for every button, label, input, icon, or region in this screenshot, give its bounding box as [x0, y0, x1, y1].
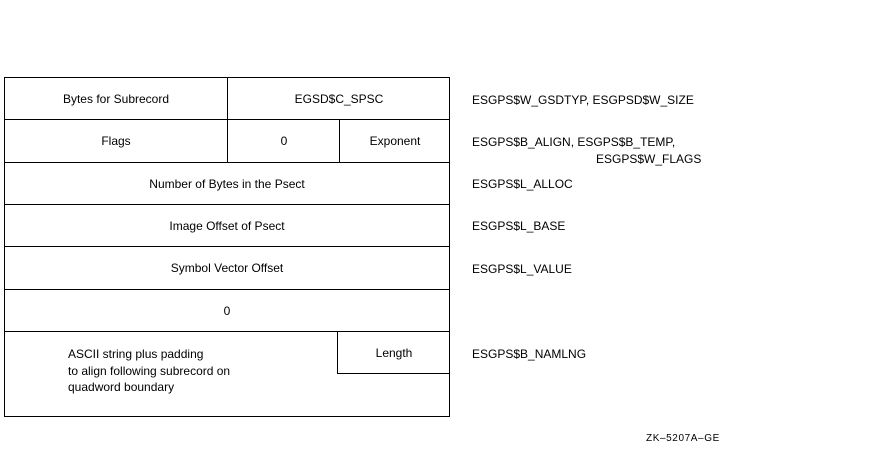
ascii-line: ASCII string plus padding: [68, 347, 204, 361]
cell-zero: 0: [280, 134, 288, 148]
cell-zero-reserved: 0: [223, 303, 231, 318]
cell-symbol-vector-offset: Symbol Vector Offset: [170, 261, 284, 275]
row-divider: [4, 331, 450, 332]
field-name-row2-line1: ESGPS$B_ALIGN, ESGPS$B_TEMP,: [472, 135, 676, 149]
cell-exponent: Exponent: [369, 134, 421, 148]
cell-egsd-c-spsc: EGSD$C_SPSC: [294, 91, 384, 106]
ascii-string-description: ASCII string plus padding to align follo…: [68, 346, 230, 396]
row-divider: [4, 289, 450, 290]
field-name-row2-line2: ESGPS$W_FLAGS: [596, 152, 702, 166]
ascii-line: quadword boundary: [68, 380, 175, 394]
length-box-divider: [337, 331, 338, 374]
cell-length: Length: [375, 345, 413, 360]
cell-bytes-for-subrecord: Bytes for Subrecord: [62, 91, 170, 106]
field-name-row4: ESGPS$L_BASE: [472, 219, 566, 233]
field-name-row3: ESGPS$L_ALLOC: [472, 177, 573, 191]
field-name-row1: ESGPS$W_GSDTYP, ESGPSD$W_SIZE: [472, 93, 694, 107]
field-name-row7: ESGPS$B_NAMLNG: [472, 347, 587, 361]
cell-image-offset: Image Offset of Psect: [169, 218, 285, 233]
column-divider: [339, 119, 340, 163]
row-divider: [4, 246, 450, 247]
length-box-divider: [337, 373, 450, 374]
field-name-row5: ESGPS$L_VALUE: [472, 262, 572, 276]
row-divider: [4, 204, 450, 205]
ascii-line: to align following subrecord on: [68, 363, 231, 378]
figure-id: ZK–5207A–GE: [646, 433, 720, 444]
cell-flags: Flags: [101, 134, 131, 148]
column-divider: [227, 77, 228, 163]
cell-number-of-bytes: Number of Bytes in the Psect: [149, 176, 305, 191]
